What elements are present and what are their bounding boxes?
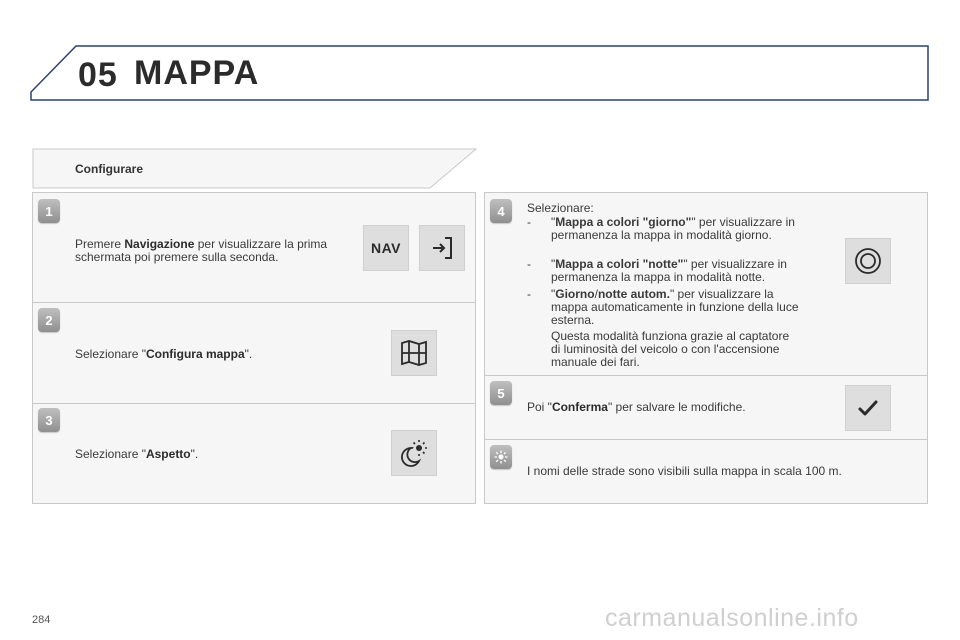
bullet-day-map: - "Mappa a colori "giorno"" per visualiz… bbox=[527, 215, 795, 242]
bullet-night-map: - "Mappa a colori "notte"" per visualizz… bbox=[527, 257, 787, 284]
moon-sun-icon bbox=[391, 430, 437, 476]
map-icon bbox=[391, 330, 437, 376]
step-3-text: Selezionare "Aspetto". bbox=[75, 447, 199, 461]
row-divider bbox=[485, 439, 927, 440]
step-3-badge: 3 bbox=[38, 408, 60, 432]
step-4-note: Questa modalità funziona grazie al capta… bbox=[551, 329, 790, 369]
chapter-number: 05 bbox=[78, 56, 118, 94]
target-circle-icon bbox=[845, 238, 891, 284]
chapter-title: MAPPA bbox=[134, 54, 260, 92]
row-divider bbox=[485, 375, 927, 376]
step-4-badge: 4 bbox=[490, 199, 512, 223]
nav-button: NAV bbox=[363, 225, 409, 271]
chapter-header-banner bbox=[30, 45, 929, 101]
bullet-auto-mode: - "Giorno/notte autom." per visualizzare… bbox=[527, 287, 799, 327]
nav-label: NAV bbox=[370, 240, 402, 256]
step-4-intro: Selezionare: bbox=[527, 201, 594, 215]
enter-icon bbox=[419, 225, 465, 271]
section-title: Configurare bbox=[75, 162, 144, 176]
step-5-badge: 5 bbox=[490, 381, 512, 405]
sun-icon bbox=[490, 445, 512, 469]
row-divider bbox=[33, 403, 475, 404]
step-1-text: Premere Navigazione per visualizzare la … bbox=[75, 237, 328, 264]
step-5-text: Poi "Conferma" per salvare le modifiche. bbox=[527, 400, 746, 414]
step-2-text: Selezionare "Configura mappa". bbox=[75, 347, 253, 361]
page-number: 284 bbox=[32, 614, 51, 626]
step-2-badge: 2 bbox=[38, 308, 60, 332]
step-1-badge: 1 bbox=[38, 199, 60, 223]
watermark: carmanualsonline.info bbox=[605, 604, 859, 632]
tip-text: I nomi delle strade sono visibili sulla … bbox=[527, 464, 842, 478]
checkmark-icon bbox=[845, 385, 891, 431]
row-divider bbox=[33, 302, 475, 303]
section-tab bbox=[32, 148, 478, 189]
